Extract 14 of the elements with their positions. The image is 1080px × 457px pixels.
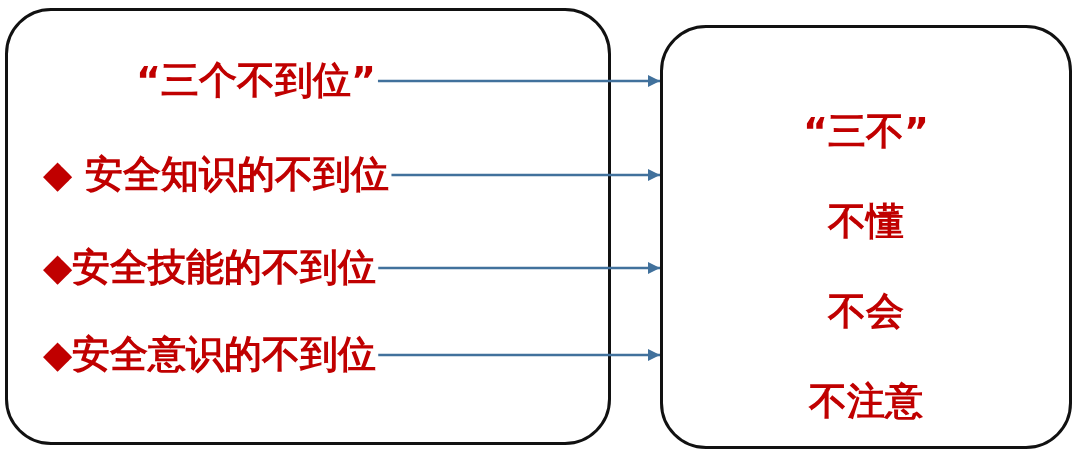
list-item: ◆ 安全知识的不到位 (43, 147, 390, 203)
heading-text: “三个不到位” (136, 53, 376, 109)
rounded-panel (5, 8, 611, 445)
rounded-panel (660, 25, 1072, 449)
list-item: ◆安全意识的不到位 (43, 327, 377, 383)
item-text: 不注意 (809, 378, 923, 425)
item-text: 不会 (828, 288, 904, 335)
item-text: 不懂 (828, 198, 904, 245)
list-item: ◆安全技能的不到位 (43, 240, 377, 296)
heading-text: “三不” (803, 108, 929, 155)
arrow (378, 348, 660, 362)
arrow (377, 74, 660, 88)
arrow (378, 261, 660, 275)
arrow (391, 168, 660, 182)
